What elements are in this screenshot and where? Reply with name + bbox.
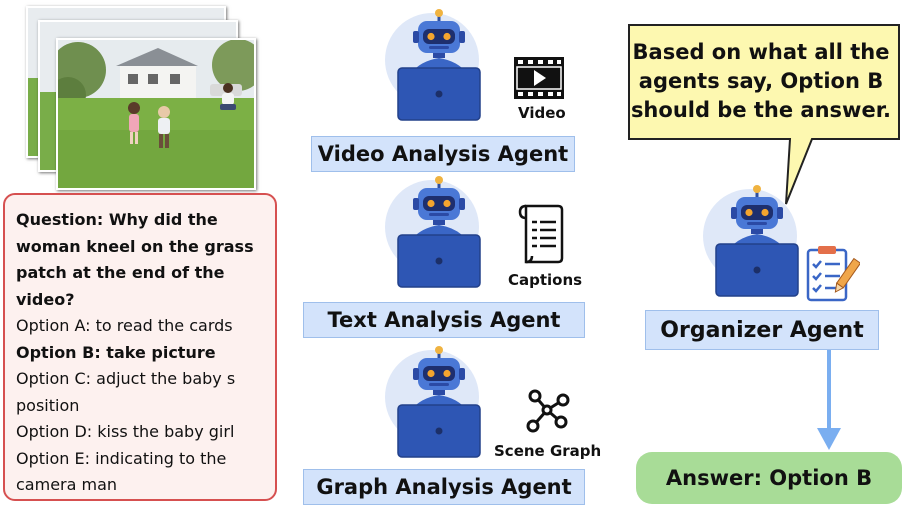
video-modality-label: Video <box>518 104 566 122</box>
graph-agent-robot-icon <box>383 345 482 459</box>
answer-box: Answer: Option B <box>636 452 902 504</box>
speech-bubble <box>628 24 900 205</box>
video-analysis-agent-label: Video Analysis Agent <box>311 136 575 172</box>
option-c: Option C: adjuct the baby s <box>16 369 236 388</box>
text-agent-robot-icon <box>383 175 482 289</box>
bubble-text: Based on what all the agents say, Option… <box>628 38 894 125</box>
option-b: Option B: take picture <box>16 342 216 362</box>
graph-modality-label: Scene Graph <box>494 442 602 460</box>
organizer-agent-robot-icon <box>701 184 800 298</box>
option-c-cont: position <box>16 395 80 415</box>
question-line: video? <box>16 289 75 309</box>
organizer-agent-label: Organizer Agent <box>645 310 879 350</box>
question-line: Question: Why did the <box>16 210 218 229</box>
option-e: Option E: indicating to the <box>16 448 227 468</box>
video-film-icon <box>514 57 564 99</box>
question-line: woman kneel on the grass <box>16 236 254 256</box>
video-frame-front <box>56 38 256 190</box>
option-e-cont: camera man <box>16 475 118 494</box>
clipboard-checklist-icon <box>806 246 860 302</box>
question-panel: Question: Why did the woman kneel on the… <box>3 193 277 501</box>
bubble-line: agents say, Option B <box>638 69 884 93</box>
option-a: Option A: to read the cards <box>16 316 233 335</box>
text-modality-label: Captions <box>508 271 583 289</box>
video-agent-robot-icon <box>383 8 482 122</box>
bubble-line: should be the answer. <box>630 98 892 122</box>
scroll-document-icon <box>518 204 564 264</box>
question-line: patch at the end of the <box>16 263 225 282</box>
graph-nodes-icon <box>526 389 570 433</box>
graph-analysis-agent-label: Graph Analysis Agent <box>303 469 585 505</box>
text-analysis-agent-label: Text Analysis Agent <box>303 302 585 338</box>
arrow-down-icon <box>817 350 841 450</box>
option-d: Option D: kiss the baby girl <box>16 422 235 441</box>
bubble-line: Based on what all the <box>632 40 890 64</box>
